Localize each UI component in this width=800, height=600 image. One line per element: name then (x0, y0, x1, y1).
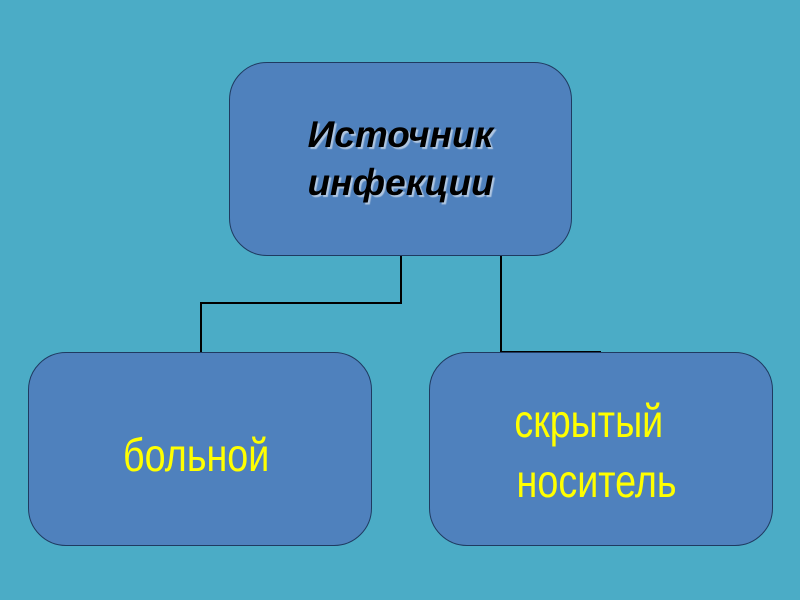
child-node-sick: больной (28, 352, 372, 546)
connector-root-to-right (500, 256, 601, 353)
child-node-carrier-label-line1: скрытый (514, 395, 664, 447)
child-node-sick-label: больной (122, 429, 270, 481)
root-node-infection-source: Источник инфекции (229, 62, 572, 256)
root-node-label-line1: Источник (307, 114, 494, 155)
child-node-hidden-carrier: скрытый носитель (429, 352, 773, 546)
connector-root-to-left (200, 256, 402, 352)
child-node-carrier-label-line2: носитель (516, 455, 677, 507)
root-node-label-line2: инфекции (307, 162, 494, 203)
